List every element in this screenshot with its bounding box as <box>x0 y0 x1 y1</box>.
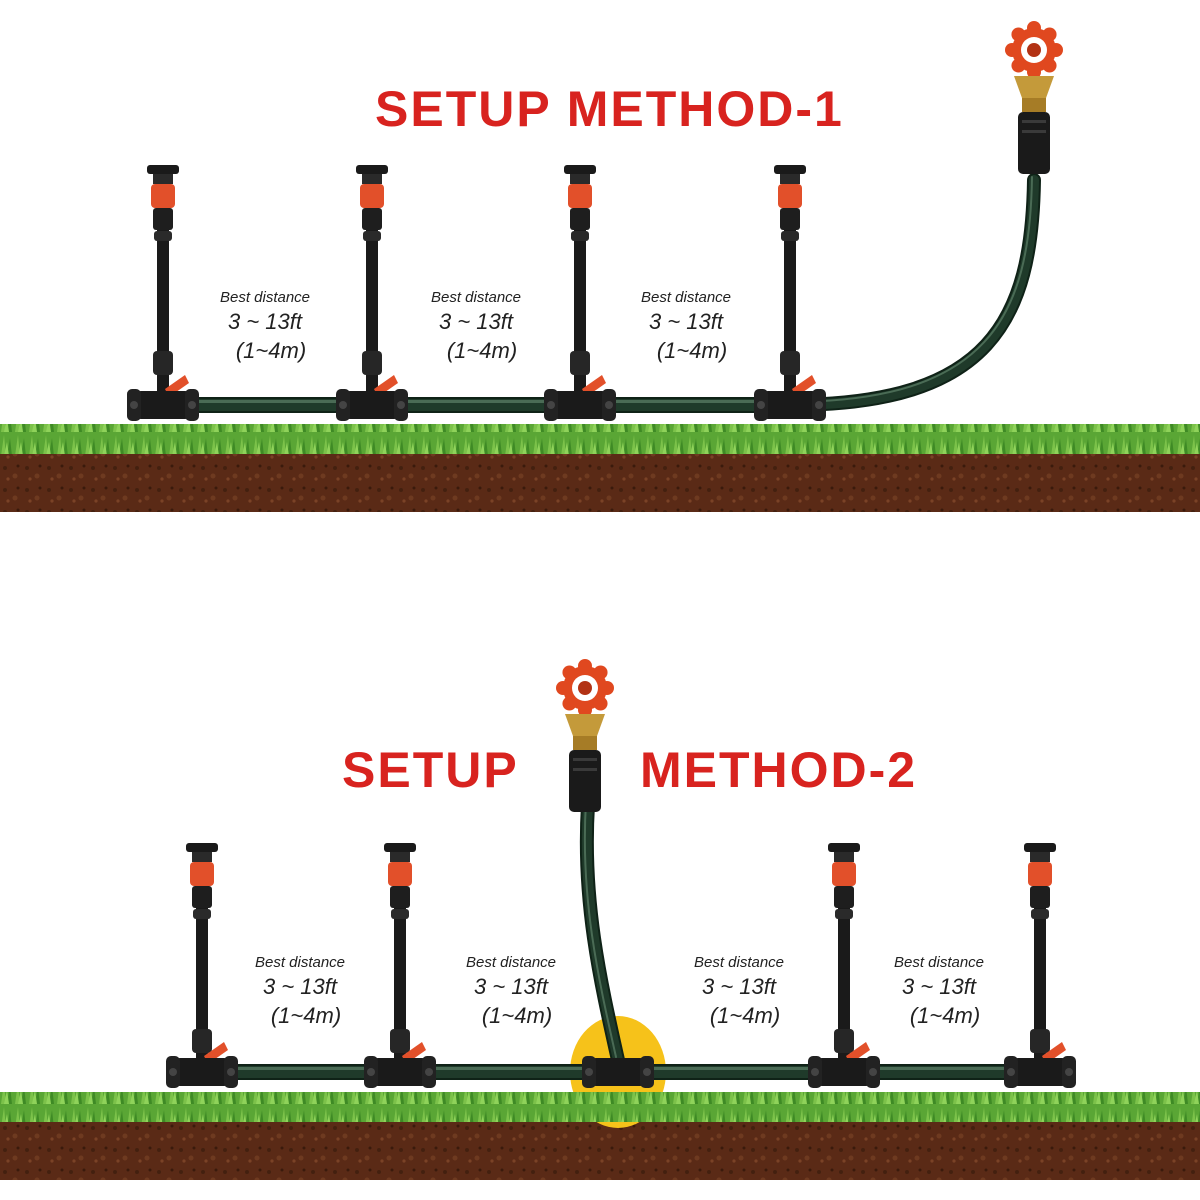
tee-connector-icon <box>808 1056 880 1088</box>
tee-connector-icon <box>754 389 826 421</box>
hose-bib-valve-icon <box>1005 21 1063 174</box>
best-distance-text: Best distance <box>219 289 311 306</box>
sprinkler-icon <box>147 165 189 405</box>
soil <box>0 446 1200 512</box>
best-distance-text: Best distance <box>640 289 732 306</box>
distance-feet-text: 3 ~ 13ft <box>701 974 776 999</box>
supply-pipe <box>149 397 801 413</box>
distance-feet-text: 3 ~ 13ft <box>227 309 302 334</box>
sprinkler-icon <box>774 165 816 405</box>
distance-feet-text: 3 ~ 13ft <box>262 974 337 999</box>
hose-bib-valve-icon <box>556 659 614 812</box>
distance-meters-text: (1~4m) <box>446 338 518 363</box>
method2-title-right: METHOD-2 <box>640 742 918 798</box>
tee-connector-icon <box>544 389 616 421</box>
best-distance-text: Best distance <box>893 954 985 971</box>
garden-hose-icon <box>579 798 625 1067</box>
method2-distance-label: Best distance 3 ~ 13ft (1~4m) <box>220 954 380 1030</box>
distance-feet-text: 3 ~ 13ft <box>901 974 976 999</box>
method2-distance-label: Best distance 3 ~ 13ft (1~4m) <box>431 954 591 1030</box>
distance-meters-text: (1~4m) <box>270 1003 342 1028</box>
best-distance-text: Best distance <box>693 954 785 971</box>
distance-meters-text: (1~4m) <box>235 338 307 363</box>
garden-hose-icon <box>783 173 1041 412</box>
distance-meters-text: (1~4m) <box>709 1003 781 1028</box>
ground <box>0 424 1200 512</box>
distance-feet-text: 3 ~ 13ft <box>473 974 548 999</box>
method1-scene <box>0 21 1200 512</box>
distance-meters-text: (1~4m) <box>481 1003 553 1028</box>
distance-meters-text: (1~4m) <box>656 338 728 363</box>
sprinkler-icon <box>564 165 606 405</box>
tee-connector-icon <box>1004 1056 1076 1088</box>
method1-title: SETUP METHOD-1 <box>375 81 844 137</box>
tee-connector-icon <box>336 389 408 421</box>
method2-distance-label: Best distance 3 ~ 13ft (1~4m) <box>659 954 819 1030</box>
method1-distance-label: Best distance 3 ~ 13ft (1~4m) <box>185 289 345 365</box>
best-distance-text: Best distance <box>430 289 522 306</box>
method1-distance-label: Best distance 3 ~ 13ft (1~4m) <box>606 289 766 365</box>
sprinkler-icon <box>186 843 228 1072</box>
best-distance-text: Best distance <box>254 954 346 971</box>
distance-meters-text: (1~4m) <box>909 1003 981 1028</box>
method2-title-left: SETUP <box>342 742 519 798</box>
tee-connector-icon <box>582 1056 654 1088</box>
tee-connector-icon <box>127 389 199 421</box>
grass-overlap <box>560 1092 676 1122</box>
method2-distance-label: Best distance 3 ~ 13ft (1~4m) <box>859 954 1019 1030</box>
method1-distance-label: Best distance 3 ~ 13ft (1~4m) <box>396 289 556 365</box>
soil <box>0 1114 1200 1180</box>
distance-feet-text: 3 ~ 13ft <box>438 309 513 334</box>
best-distance-text: Best distance <box>465 954 557 971</box>
sprinkler-icon <box>1024 843 1066 1072</box>
method2-scene <box>0 659 1200 1180</box>
tee-connector-icon <box>166 1056 238 1088</box>
sprinkler-icon <box>384 843 426 1072</box>
sprinkler-icon <box>356 165 398 405</box>
distance-feet-text: 3 ~ 13ft <box>648 309 723 334</box>
grass <box>0 424 1200 454</box>
tee-connector-icon <box>364 1056 436 1088</box>
